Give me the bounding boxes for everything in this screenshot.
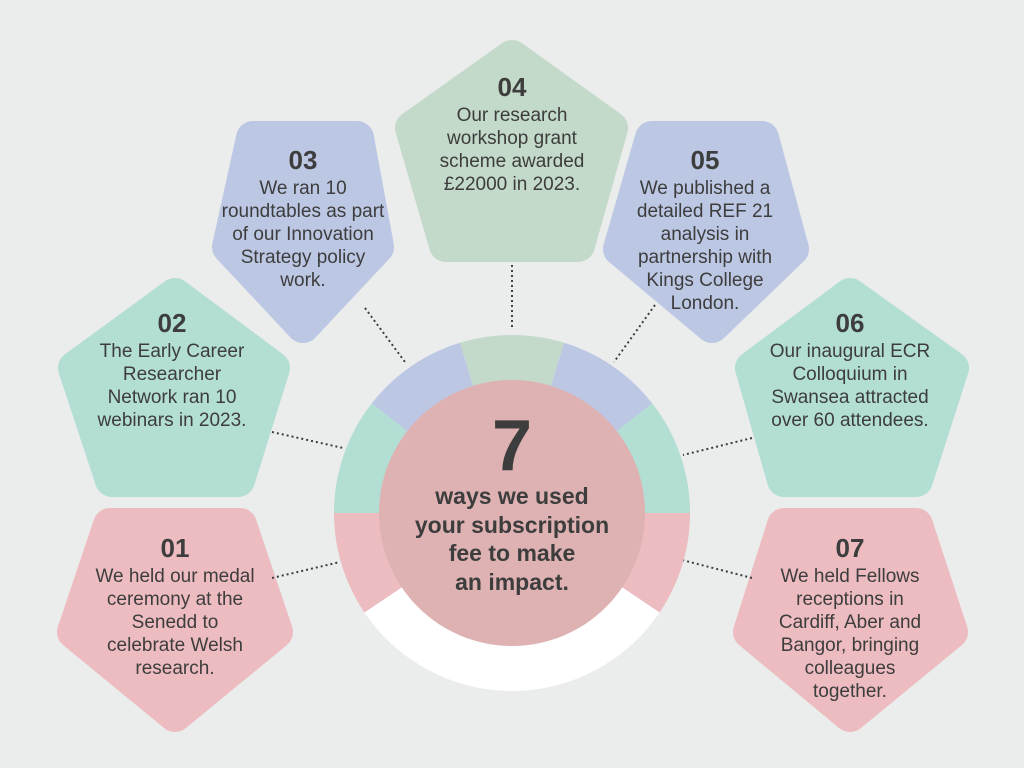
center-circle xyxy=(379,380,645,646)
segment-01 xyxy=(334,513,405,613)
segment-02 xyxy=(334,403,410,513)
item-text-line: analysis in xyxy=(660,224,750,245)
item-text-line: Colloquium in xyxy=(792,364,908,385)
connector-05 xyxy=(613,304,656,363)
connector-07 xyxy=(681,559,753,579)
connector-02 xyxy=(271,431,344,449)
item-text-line: over 60 attendees. xyxy=(771,410,929,431)
item-number: 02 xyxy=(157,308,187,338)
item-text-line: workshop grant xyxy=(447,128,577,149)
item-text-line: together. xyxy=(813,681,887,702)
pentagon-04 xyxy=(395,40,628,262)
item-number: 04 xyxy=(497,72,527,102)
item-number: 03 xyxy=(288,145,318,175)
pentagon-02 xyxy=(58,278,290,497)
item-text-line: The Early Career xyxy=(99,341,245,362)
center-line: your subscription xyxy=(414,511,610,538)
item-number: 07 xyxy=(835,533,865,563)
item-text-line: London. xyxy=(670,293,740,314)
segment-04 xyxy=(459,334,565,389)
item-text-line: £22000 in 2023. xyxy=(443,174,581,195)
pentagon-05 xyxy=(603,121,809,343)
item-text-line: Our inaugural ECR xyxy=(769,341,931,362)
item-number: 01 xyxy=(160,533,190,563)
center-number: 7 xyxy=(491,406,533,486)
item-text-line: We ran 10 xyxy=(259,178,347,199)
item-text-line: scheme awarded xyxy=(439,151,585,172)
item-text-line: detailed REF 21 xyxy=(636,201,774,222)
item-text-line: celebrate Welsh xyxy=(107,635,243,656)
item-text-line: research. xyxy=(135,658,215,679)
pentagon-03 xyxy=(212,121,394,343)
center-line: fee to make xyxy=(448,540,576,566)
segment-03 xyxy=(371,342,474,433)
item-text-line: We held Fellows xyxy=(780,566,920,587)
item-text-line: colleagues xyxy=(804,658,896,679)
item-text-line: partnership with xyxy=(637,247,773,268)
item-text-line: Swansea attracted xyxy=(771,387,929,408)
item-number: 05 xyxy=(690,145,720,175)
item-text-line: Researcher xyxy=(122,364,222,385)
pentagon-01 xyxy=(57,508,293,732)
item-text-line: Kings College xyxy=(646,270,764,291)
item-text-line: webinars in 2023. xyxy=(97,410,247,431)
item-text-line: Cardiff, Aber and xyxy=(778,612,922,633)
segment-05 xyxy=(550,342,653,433)
item-text-line: Our research xyxy=(456,105,568,126)
pentagon-07 xyxy=(733,508,968,732)
connector-03 xyxy=(364,307,406,363)
item-text-line: work. xyxy=(280,270,326,291)
center-label: 7 ways we used your subscription fee to … xyxy=(382,410,642,596)
item-text-line: We held our medal xyxy=(95,566,255,587)
item-text-line: Strategy policy xyxy=(240,247,366,268)
item-text-line: ceremony at the xyxy=(106,589,244,610)
item-text-line: roundtables as part xyxy=(221,201,385,222)
item-number: 06 xyxy=(835,308,865,338)
segment-07 xyxy=(619,513,690,613)
item-text-line: receptions in xyxy=(796,589,904,610)
item-text-line: Network ran 10 xyxy=(107,387,237,408)
connectors xyxy=(271,265,753,579)
segment-blank xyxy=(364,585,660,692)
connector-01 xyxy=(271,561,341,579)
connector-06 xyxy=(682,437,753,456)
item-text-line: Bangor, bringing xyxy=(780,635,920,656)
item-text-line: Senedd to xyxy=(131,612,219,633)
item-text-line: We published a xyxy=(639,178,771,199)
center-line: ways we used xyxy=(435,483,589,509)
center-line: an impact. xyxy=(455,568,569,595)
segment-ring xyxy=(334,334,690,692)
pentagon-06 xyxy=(735,278,969,497)
segment-06 xyxy=(614,403,690,513)
item-text-line: of our Innovation xyxy=(232,224,374,245)
